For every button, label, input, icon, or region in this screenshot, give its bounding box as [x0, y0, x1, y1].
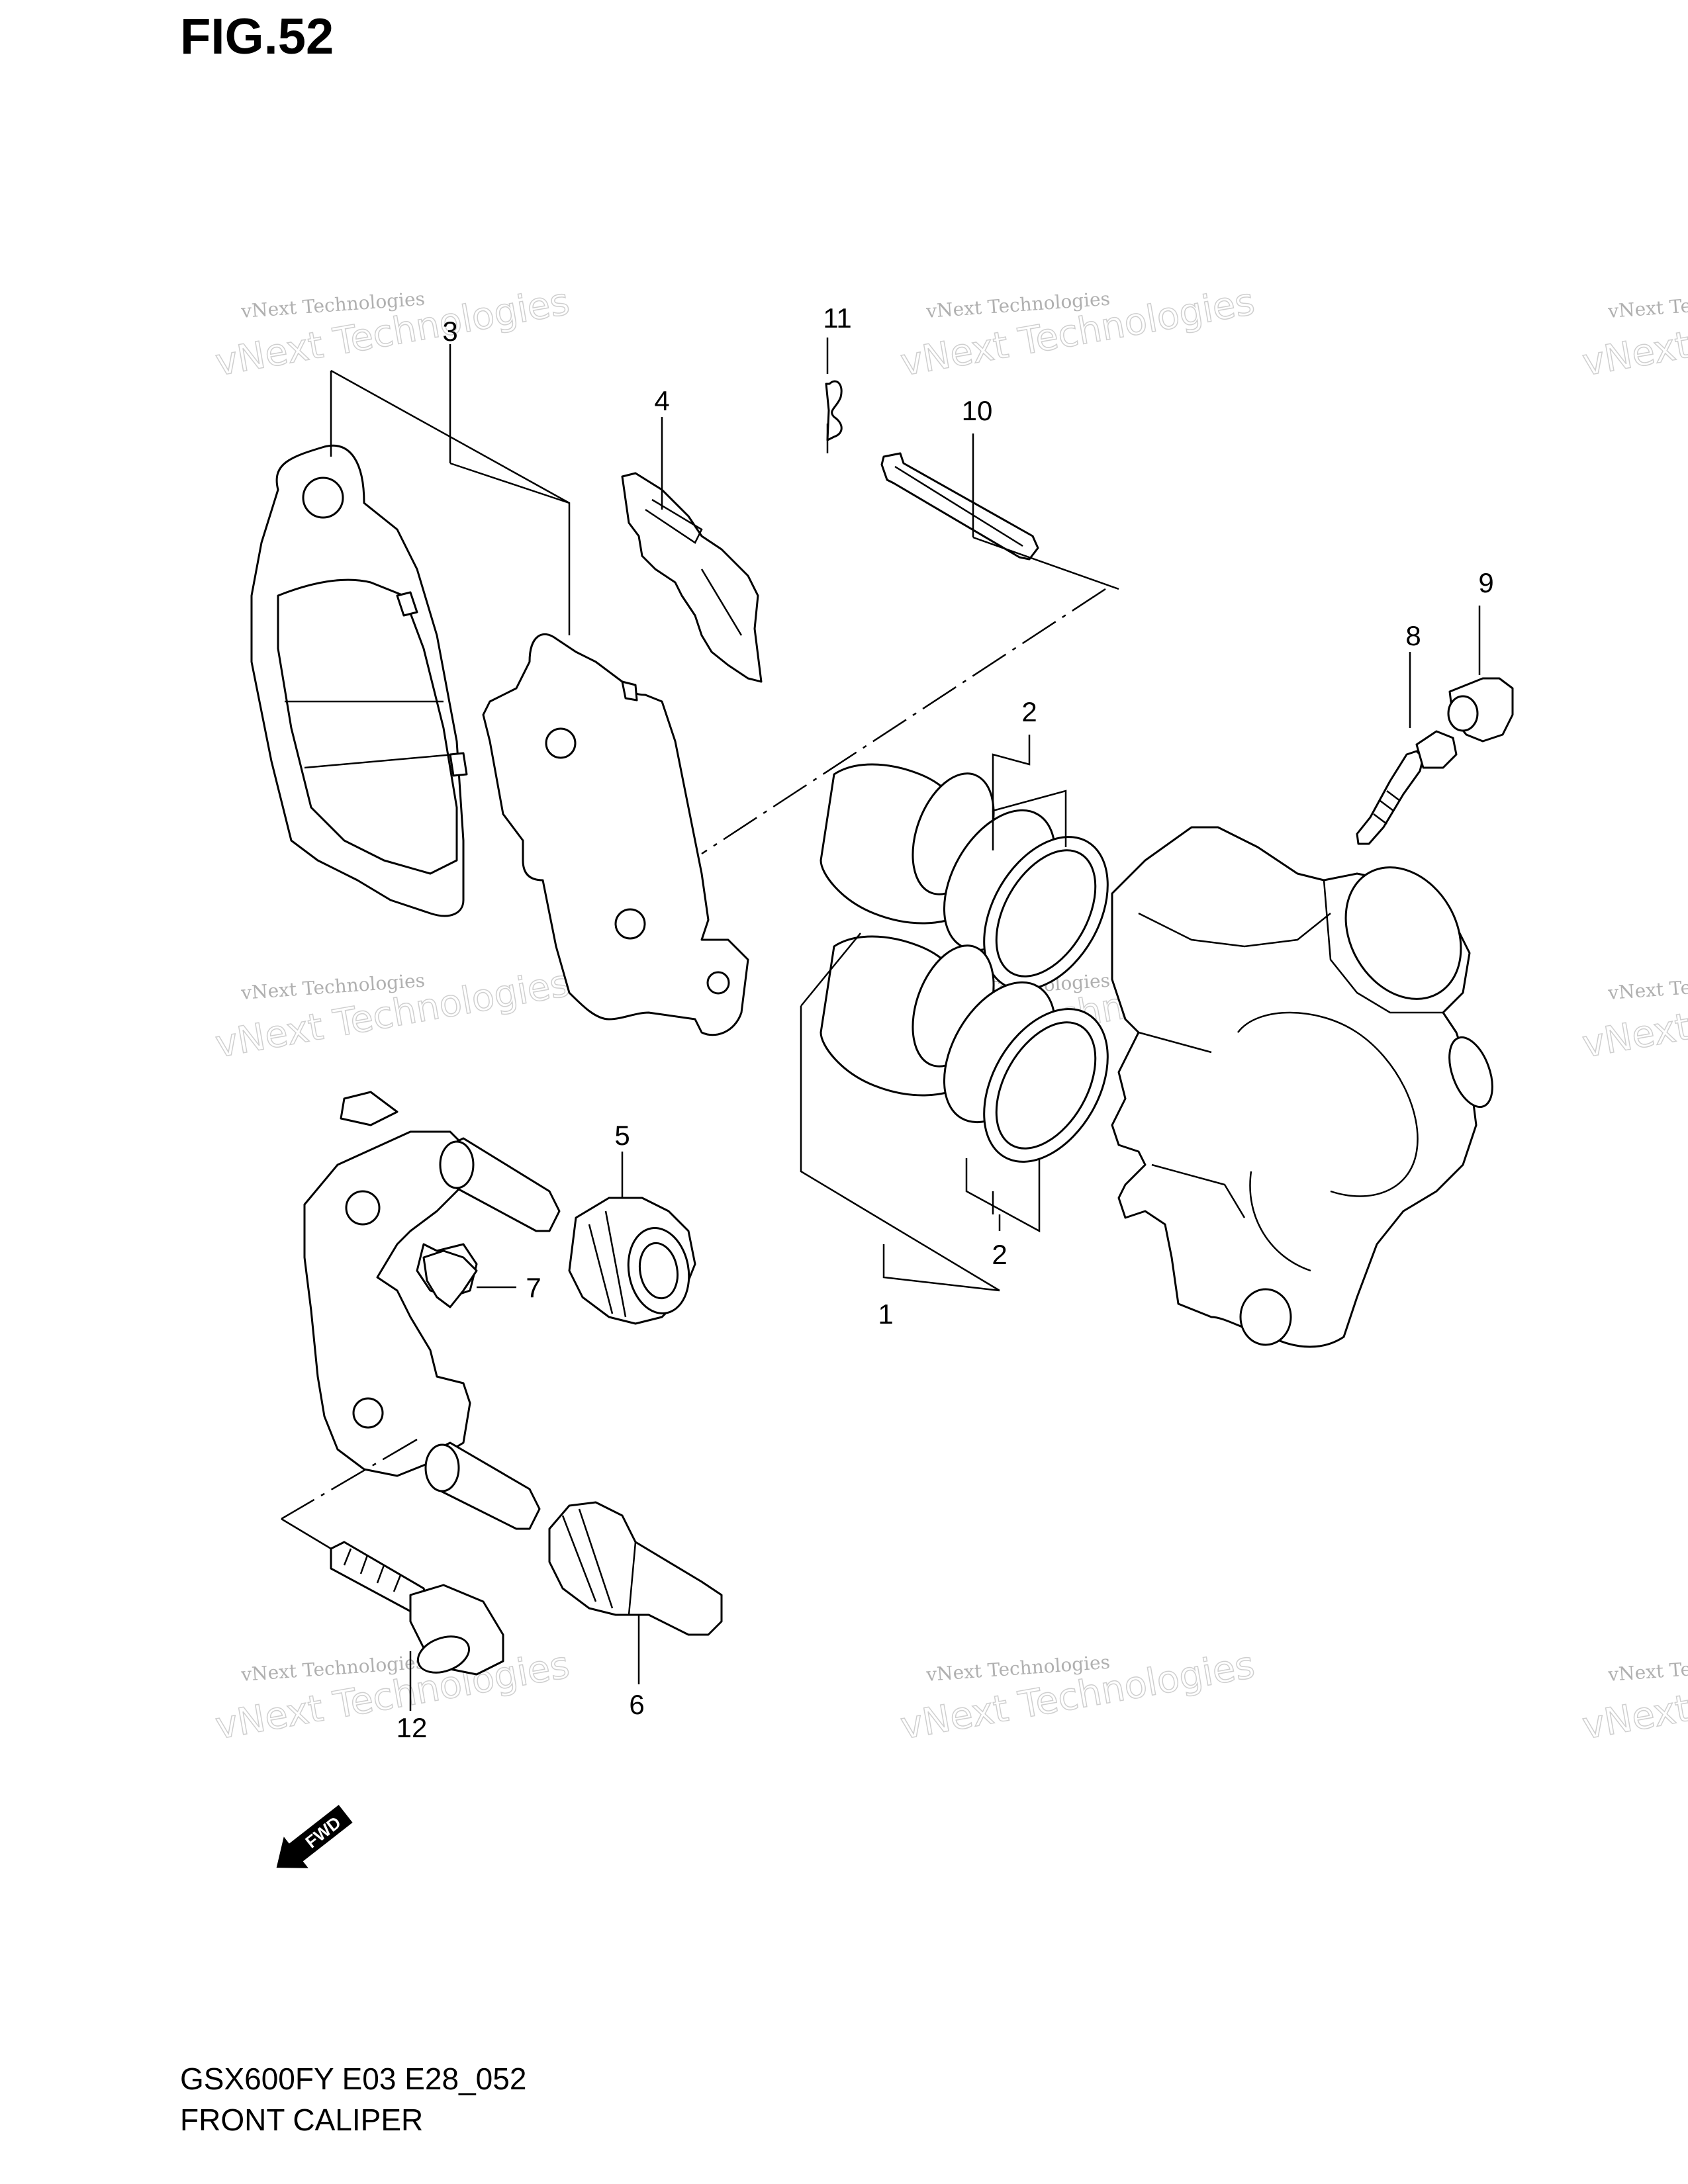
- callout-4: 4: [654, 385, 669, 416]
- pad-pin: [880, 452, 1039, 561]
- piston-upper: [820, 763, 1109, 991]
- retaining-clip: [825, 380, 843, 441]
- callout-10: 10: [962, 395, 993, 426]
- watermark: vNext Technologies vNext Technologies: [1579, 1643, 1688, 1749]
- figure-title: FIG.52: [180, 9, 334, 65]
- watermark-text: vNext Technologies: [1607, 970, 1688, 1004]
- bleeder-cap: [1447, 677, 1514, 743]
- watermark: vNext Technologies vNext Technologies: [897, 280, 1258, 385]
- watermark: vNext Technologies vNext Technologies: [1579, 962, 1688, 1067]
- bracket-clip: [422, 1250, 478, 1308]
- mounting-bolt: [330, 1541, 504, 1676]
- brake-pad-front: [250, 444, 468, 917]
- bleeder-valve: [1356, 730, 1458, 845]
- callout-11: 11: [823, 302, 852, 334]
- watermark-text: vNext Technologies: [1607, 1651, 1688, 1686]
- callout-9: 9: [1478, 567, 1493, 598]
- caliper-body: [1111, 826, 1493, 1348]
- watermark-text: vNext Technologies: [1607, 288, 1688, 322]
- callout-1: 1: [878, 1298, 893, 1330]
- fwd-arrow-icon: FWD: [276, 1805, 353, 1868]
- figure-caption: FRONT CALIPER: [180, 2103, 424, 2137]
- watermark: vNext Technologies vNext Technologies: [212, 280, 573, 385]
- slide-pin-with-boot: [548, 1501, 723, 1636]
- slide-pin-lower: [424, 1441, 541, 1530]
- callout-12: 12: [397, 1712, 428, 1743]
- watermark: vNext Technologies vNext Technologies: [1579, 280, 1688, 385]
- callout-5: 5: [614, 1120, 630, 1151]
- slide-pin-boot: [568, 1197, 696, 1325]
- leader-lines: [281, 338, 1481, 1711]
- model-code: GSX600FY E03 E28_052: [180, 2062, 527, 2096]
- callout-labels: 1 2 2 3 4 5 6 7 8 9 10 11 12: [397, 302, 1494, 1743]
- callout-6: 6: [629, 1689, 644, 1720]
- callout-2-upper: 2: [1021, 696, 1037, 727]
- piston-lower: [820, 935, 1109, 1163]
- callout-7: 7: [526, 1272, 541, 1303]
- callout-8: 8: [1405, 620, 1421, 651]
- watermark: vNext Technologies vNext Technologies: [212, 1643, 573, 1749]
- brake-pad-rear: [482, 633, 749, 1036]
- watermark: vNext Technologies vNext Technologies: [212, 962, 573, 1067]
- callout-3: 3: [442, 316, 457, 347]
- pad-spring: [621, 472, 763, 683]
- callout-2-lower: 2: [992, 1239, 1007, 1270]
- watermark: vNext Technologies vNext Technologies: [897, 1643, 1258, 1749]
- slide-pin-upper: [439, 1137, 561, 1232]
- figure-footer: GSX600FY E03 E28_052 FRONT CALIPER: [180, 2058, 526, 2140]
